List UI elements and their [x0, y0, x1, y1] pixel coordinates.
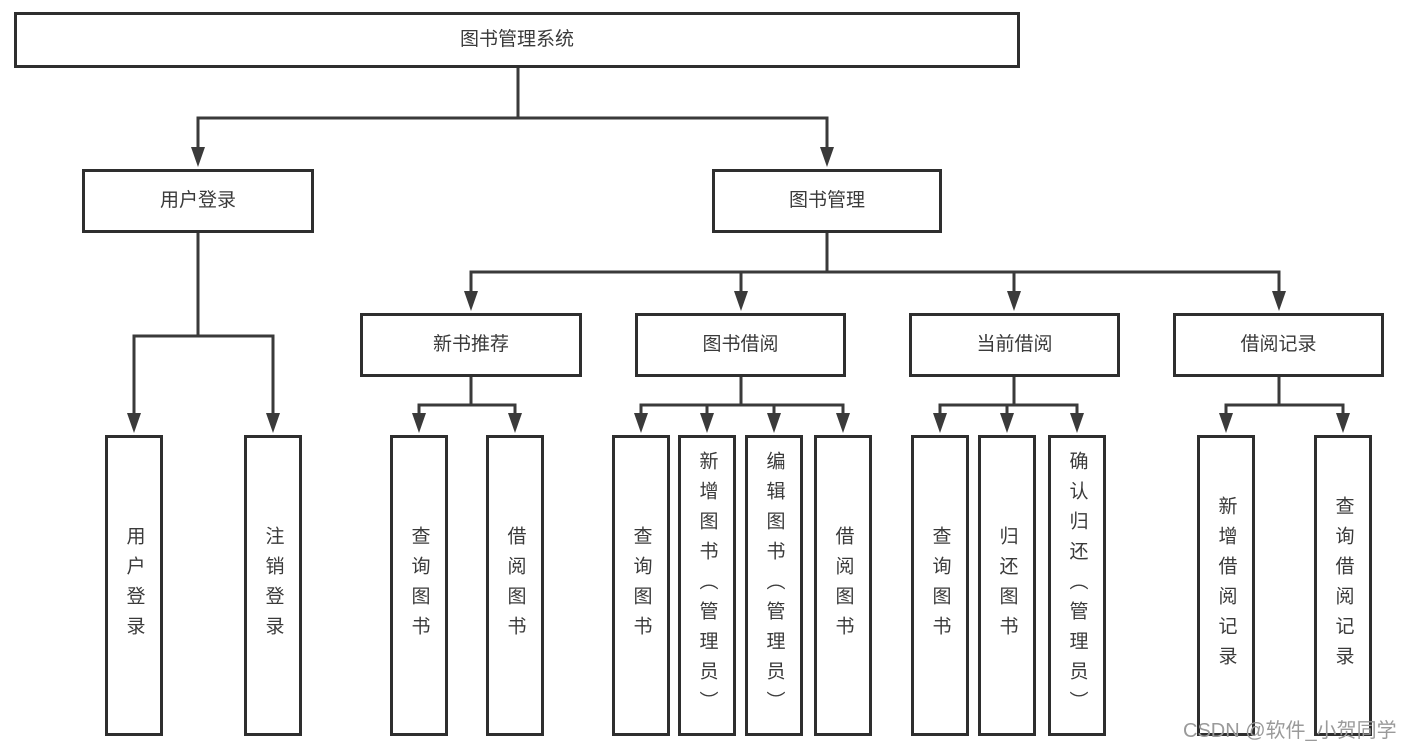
- leaf-borrow-query-label: 查询图书: [630, 525, 652, 646]
- node-user-login-branch: 用户登录: [82, 169, 314, 233]
- leaf-current-return: 归还图书: [978, 435, 1036, 736]
- leaf-newbook-query: 查询图书: [390, 435, 448, 736]
- leaf-logout-label: 注销登录: [262, 525, 284, 646]
- leaf-borrow-edit-admin: 编辑图书（管理员）: [745, 435, 803, 736]
- leaf-user-login: 用户登录: [105, 435, 163, 736]
- csdn-watermark: CSDN @软件_小贺同学: [1183, 720, 1397, 742]
- leaf-logout: 注销登录: [244, 435, 302, 736]
- node-book-borrow: 图书借阅: [635, 313, 846, 377]
- leaf-borrow-edit-admin-label: 编辑图书（管理员）: [763, 450, 785, 721]
- leaf-record-query-label: 查询借阅记录: [1332, 495, 1354, 676]
- arrowheads: [127, 147, 1350, 433]
- leaf-record-add-label: 新增借阅记录: [1215, 495, 1237, 676]
- leaf-current-confirm-admin-label: 确认归还（管理员）: [1066, 450, 1088, 721]
- leaf-current-return-label: 归还图书: [996, 525, 1018, 646]
- node-new-book-recommend: 新书推荐: [360, 313, 582, 377]
- leaf-current-query: 查询图书: [911, 435, 969, 736]
- node-book-management: 图书管理: [712, 169, 942, 233]
- leaf-newbook-borrow: 借阅图书: [486, 435, 544, 736]
- leaf-borrow-borrow-label: 借阅图书: [832, 525, 854, 646]
- leaf-borrow-add-admin: 新增图书（管理员）: [678, 435, 736, 736]
- leaf-newbook-query-label: 查询图书: [408, 525, 430, 646]
- leaf-newbook-borrow-label: 借阅图书: [504, 525, 526, 646]
- leaf-record-add: 新增借阅记录: [1197, 435, 1255, 736]
- leaf-current-confirm-admin: 确认归还（管理员）: [1048, 435, 1106, 736]
- node-borrow-records: 借阅记录: [1173, 313, 1384, 377]
- leaf-current-query-label: 查询图书: [929, 525, 951, 646]
- node-library-system: 图书管理系统: [14, 12, 1020, 68]
- leaf-borrow-query: 查询图书: [612, 435, 670, 736]
- node-current-borrow: 当前借阅: [909, 313, 1120, 377]
- leaf-borrow-add-admin-label: 新增图书（管理员）: [696, 450, 718, 721]
- leaf-record-query: 查询借阅记录: [1314, 435, 1372, 736]
- leaf-user-login-label: 用户登录: [123, 525, 145, 646]
- leaf-borrow-borrow: 借阅图书: [814, 435, 872, 736]
